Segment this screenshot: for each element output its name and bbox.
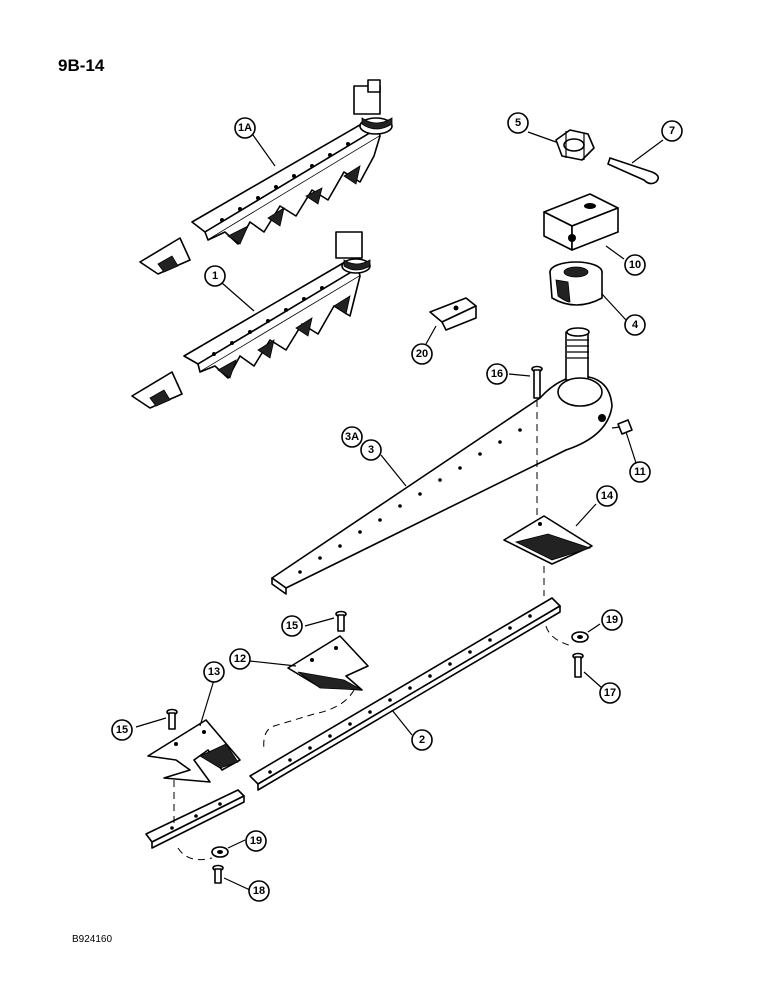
bolt-15-upper [335,610,347,632]
svg-text:10: 10 [629,259,641,271]
bolt-15-lower [166,708,178,730]
svg-text:1: 1 [212,270,218,282]
callout-15-upper: 15 [281,615,303,637]
callout-17: 17 [599,682,621,704]
svg-text:14: 14 [601,490,614,502]
callout-18: 18 [248,880,270,902]
reference-code: B924160 [72,934,113,945]
svg-text:19: 19 [250,835,262,847]
knife-arm-3 [271,327,613,595]
svg-text:15: 15 [116,724,128,736]
svg-text:3A: 3A [345,431,359,443]
svg-text:7: 7 [669,125,675,137]
bolt-17 [572,652,584,678]
svg-text:12: 12 [234,653,246,665]
svg-text:2: 2 [419,734,425,746]
nut-19-lower [211,846,229,858]
short-bar [145,789,245,849]
svg-text:20: 20 [416,348,428,360]
thread-lines [567,339,589,359]
knife-assembly-1a [139,79,393,275]
svg-text:4: 4 [632,319,639,331]
svg-text:15: 15 [286,620,298,632]
callout-11: 11 [629,461,651,483]
svg-text:17: 17 [604,687,616,699]
knife-assembly-1 [131,231,371,409]
callout-1: 1 [204,265,226,287]
callout-3a: 3A [341,426,363,448]
bar-2 [249,597,561,791]
nut-19-upper [571,631,589,643]
svg-text:5: 5 [515,117,521,129]
svg-text:19: 19 [606,614,618,626]
callout-20: 20 [411,343,433,365]
callout-14: 14 [596,485,618,507]
svg-text:18: 18 [253,885,265,897]
guard-plate-12 [287,635,369,691]
callout-3: 3 [360,439,382,461]
svg-text:11: 11 [634,466,646,478]
callout-19-lower: 19 [245,830,267,852]
bushing-4 [549,261,603,306]
callout-1a: 1A [234,117,256,139]
svg-text:13: 13 [208,666,220,678]
callout-5: 5 [507,112,529,134]
page-label: 9B-14 [58,56,105,75]
svg-text:16: 16 [491,368,503,380]
assembly-lines [173,400,573,861]
callout-4: 4 [624,314,646,336]
block-10 [543,193,619,251]
callout-15-lower: 15 [111,719,133,741]
callout-7: 7 [661,120,683,142]
leader-lines [135,131,664,891]
callout-12: 12 [229,648,251,670]
callout-16: 16 [486,363,508,385]
svg-text:3: 3 [368,444,374,456]
wear-plate-14 [503,515,593,565]
clip-20 [429,297,477,331]
callout-10: 10 [624,254,646,276]
bolt-16 [531,365,543,399]
callout-19-upper: 19 [601,609,623,631]
guard-13 [147,719,241,783]
cotter-pin-7 [607,157,660,185]
bolt-18 [212,864,224,884]
svg-text:1A: 1A [238,122,252,134]
callout-2: 2 [411,729,433,751]
callout-13: 13 [203,661,225,683]
castle-nut-5 [555,129,595,161]
grease-fitting-11 [611,419,633,435]
